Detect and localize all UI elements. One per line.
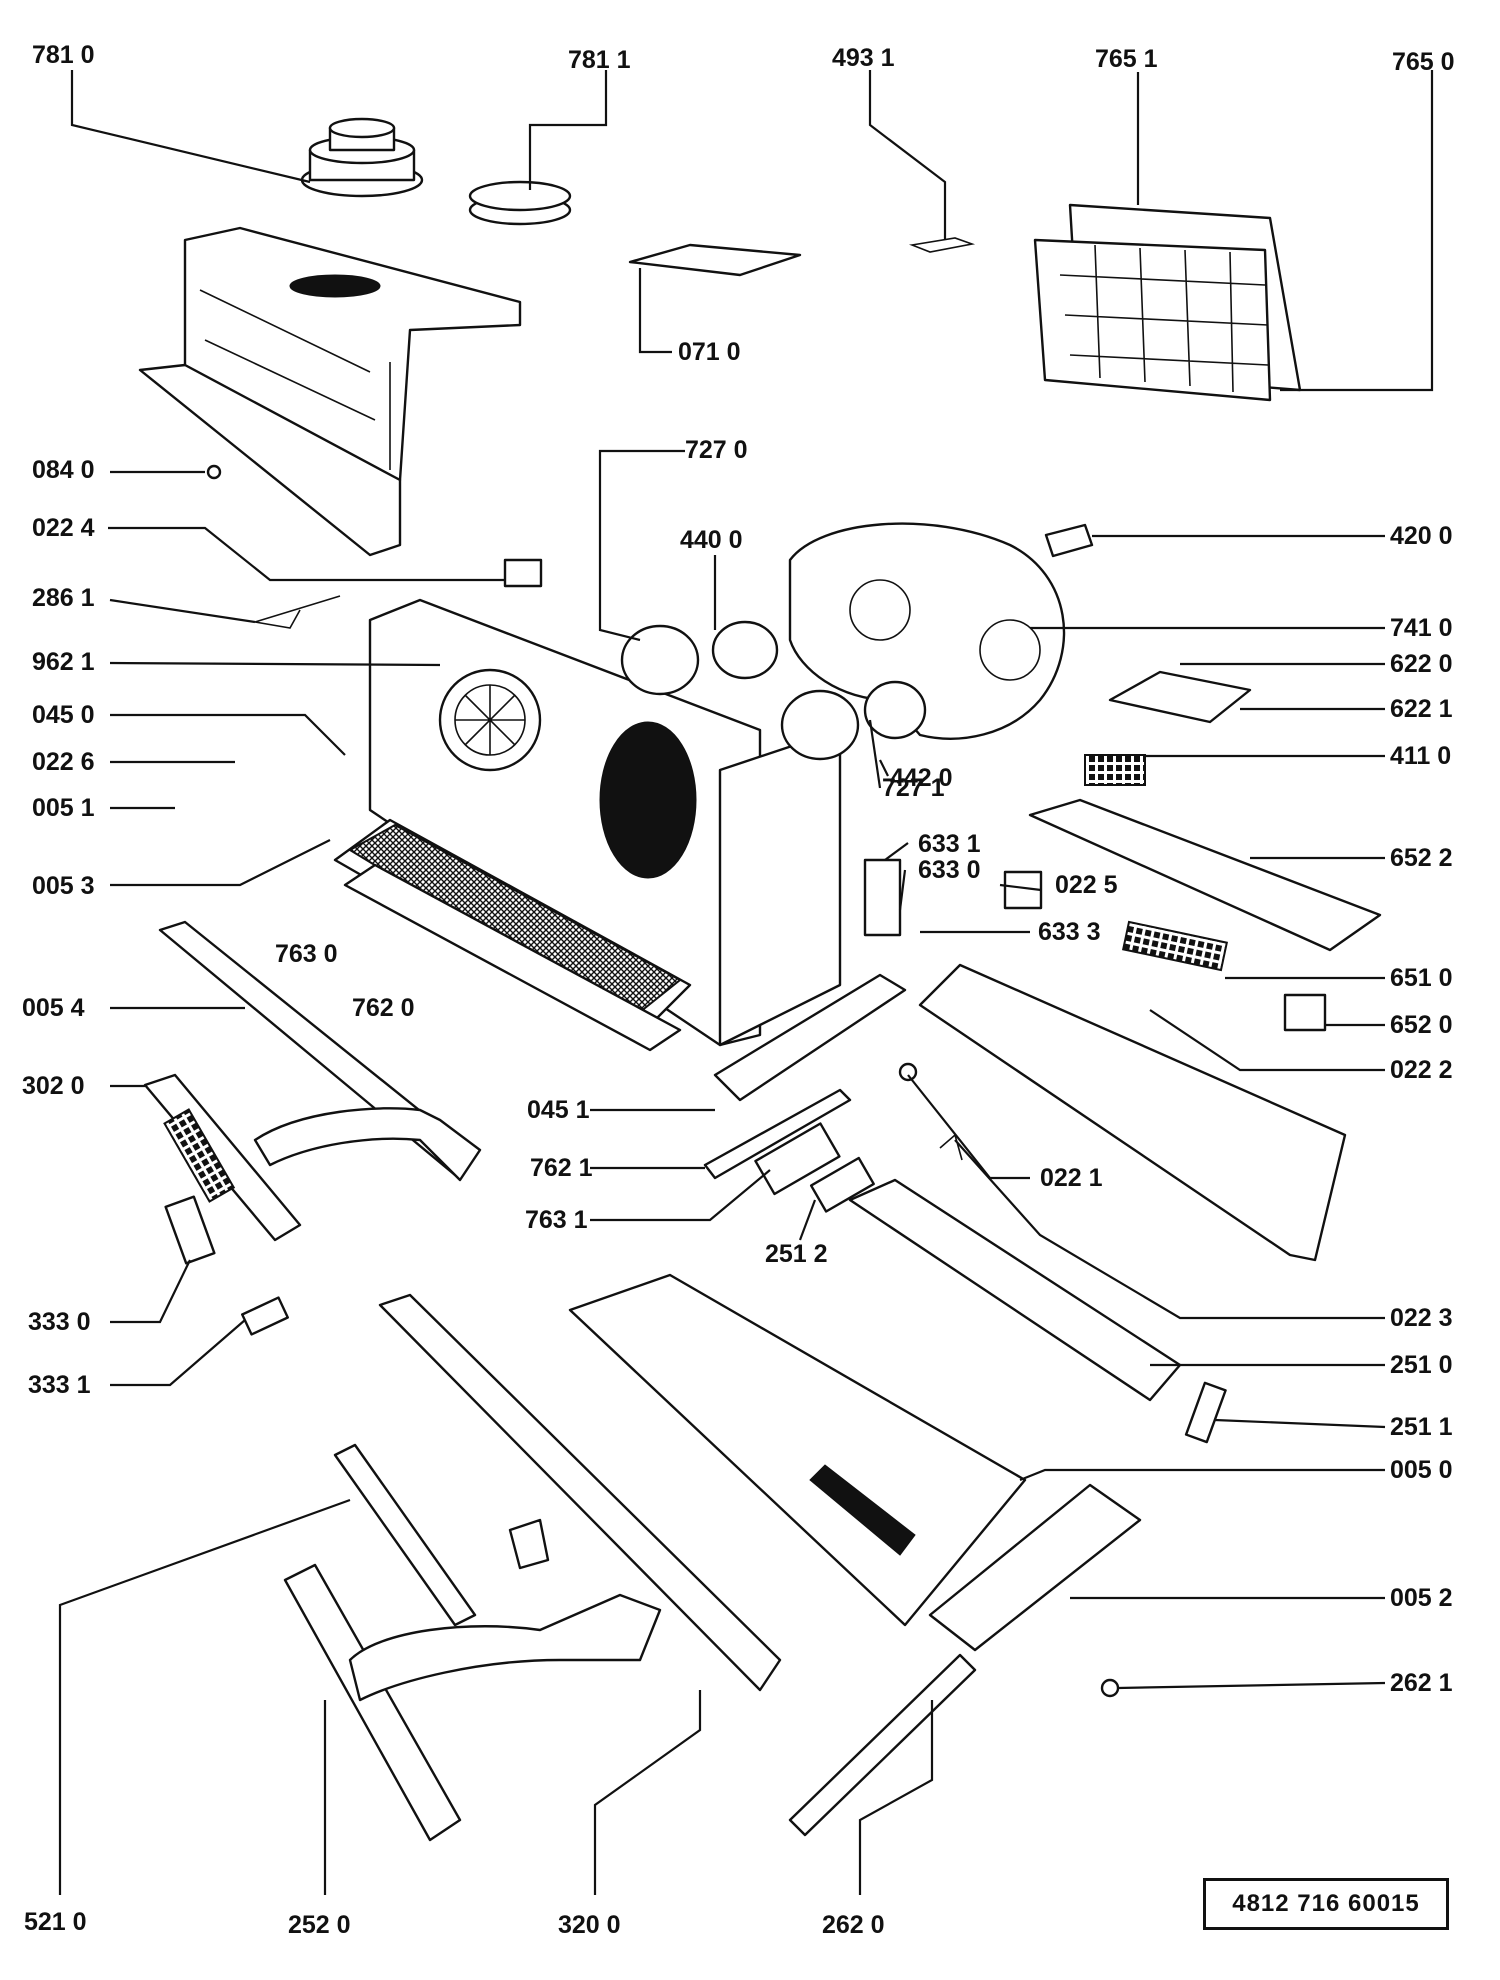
callout-0224: 022 4 [32,514,95,542]
cover-plate-part [628,243,802,277]
callout-2620: 262 0 [822,1911,885,1939]
channel-3200-part [378,1293,782,1692]
holder-2512-part [809,1156,875,1213]
callout-4420: 442 0 [890,764,953,792]
callout-0450: 045 0 [32,701,95,729]
clip-part [908,237,976,253]
fan-wheel-parts [620,620,927,761]
callout-7410: 741 0 [1390,614,1453,642]
callout-4110: 411 0 [1390,742,1451,770]
callout-4931: 493 1 [832,44,895,72]
front-cover-0054-part [143,1073,482,1242]
grease-filter-part [1033,203,1302,402]
clip-0221-part [898,1062,918,1082]
duct-ring-part [468,180,572,226]
bar-0052-part [928,1483,1142,1652]
callout-7621: 762 1 [530,1154,593,1182]
callout-3020: 302 0 [22,1072,85,1100]
callout-0053: 005 3 [32,872,95,900]
callout-7630: 763 0 [275,940,338,968]
callout-6330: 633 0 [918,856,981,884]
callout-7650: 765 0 [1392,48,1455,76]
callout-2510: 251 0 [1390,1351,1453,1379]
callout-0221: 022 1 [1040,1164,1103,1192]
slide-2620-part [788,1653,977,1837]
callout-0451: 045 1 [527,1096,590,1124]
callout-4200: 420 0 [1390,522,1453,550]
plate-0225-part [1003,870,1043,910]
callout-2861: 286 1 [32,584,95,612]
callout-7811: 781 1 [568,46,631,74]
channel-0451-part [713,973,907,1102]
callout-6522: 652 2 [1390,844,1453,872]
screw-0840-part [206,464,222,480]
callout-6333: 633 3 [1038,918,1101,946]
callout-3331: 333 1 [28,1371,91,1399]
slide-switch-part [1121,920,1229,972]
blower-housing-part [788,522,1066,740]
holder-7631-part [754,1122,841,1196]
callout-0052: 005 2 [1390,1584,1453,1612]
callout-3330: 333 0 [28,1308,91,1336]
lamp-part [1044,523,1094,558]
callout-7651: 765 1 [1095,45,1158,73]
bracket-633-part [863,858,902,937]
callout-4400: 440 0 [680,526,743,554]
part-drawings [138,117,1382,1842]
callout-2520: 252 0 [288,1911,351,1939]
callout-labels: 781 0 781 1 493 1 765 1 765 0 071 0 084 … [22,41,1455,1939]
front-cover-2520-part [283,1563,662,1842]
callout-6220: 622 0 [1390,650,1453,678]
screw-part [1100,1678,1120,1698]
callout-0225: 022 5 [1055,871,1118,899]
callout-5210: 521 0 [24,1908,87,1936]
knob-part [1283,993,1327,1032]
callout-3200: 320 0 [558,1911,621,1939]
glass-panel-part [848,1178,1182,1402]
callout-2512: 251 2 [765,1240,828,1268]
circuit-board-part [1108,670,1252,724]
callout-0223: 022 3 [1390,1304,1453,1332]
mesh-filter-part [333,818,692,1052]
callout-7620: 762 0 [352,994,415,1022]
callout-0222: 022 2 [1390,1056,1453,1084]
callout-7270: 727 0 [685,436,748,464]
duct-collar-part [300,117,424,198]
small-clip-part [508,1518,550,1570]
strip-5210-part [333,1443,477,1627]
callout-7631: 763 1 [525,1206,588,1234]
callout-7271: 727 1 [882,774,945,802]
document-number-box: 4812 716 60015 [1203,1878,1449,1930]
callout-9621: 962 1 [32,648,95,676]
callout-0054: 005 4 [22,994,85,1022]
callout-0840: 084 0 [32,456,95,484]
callout-7810: 781 0 [32,41,95,69]
clip-3330-part [164,1195,216,1265]
hood-housing-part [138,226,522,557]
callout-0050: 005 0 [1390,1456,1453,1484]
callout-0710: 071 0 [678,338,741,366]
control-rail-part [1028,798,1382,952]
clip-2511-part [1184,1381,1227,1444]
strip-7621-part [703,1088,852,1180]
leader-lines [58,70,1434,1895]
callout-6331: 633 1 [918,830,981,858]
lower-casing-part [918,963,1347,1262]
callout-6510: 651 0 [1390,964,1453,992]
callout-2511: 251 1 [1390,1413,1453,1441]
callout-6221: 622 1 [1390,695,1453,723]
callout-0051: 005 1 [32,794,95,822]
visor-0050-part [568,1273,1027,1627]
switch-block-part [1084,754,1146,786]
callout-6520: 652 0 [1390,1011,1453,1039]
callout-0226: 022 6 [32,748,95,776]
callout-2621: 262 1 [1390,1669,1453,1697]
bracket-part [254,595,341,629]
tab-part [503,558,543,588]
clip-3331-part [241,1296,289,1336]
